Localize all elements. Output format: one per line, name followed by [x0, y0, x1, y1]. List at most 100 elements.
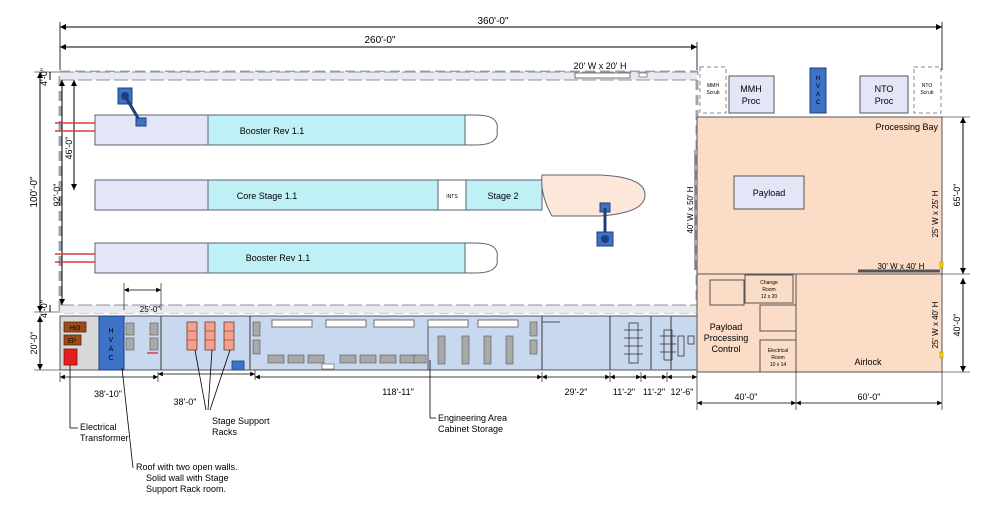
crane-left	[117, 87, 147, 127]
processing-bay-label: Processing Bay	[875, 122, 938, 132]
top-door	[574, 72, 631, 79]
booster-bottom-label: Booster Rev 1.1	[246, 253, 311, 263]
span-25-label: 25'-0"	[140, 305, 161, 314]
nto-scrub-label: NTO	[922, 83, 933, 89]
electrical-transformer-line1: Electrical	[80, 422, 117, 432]
engineering-cabinets	[271, 319, 519, 328]
bottom-118-11-label: 118'-11"	[382, 387, 414, 397]
ep-box	[63, 334, 82, 346]
engineering-area-line1: Engineering Area	[438, 413, 507, 423]
left-dimensions: 4'-0" 100'-0" 92'-0" 46'-0" 4'-0" 20'-0"	[29, 68, 77, 371]
mmh-proc-room	[728, 75, 775, 114]
svg-text:Scrub: Scrub	[920, 90, 933, 96]
bottom-11-2b-label: 11'-2"	[643, 387, 665, 397]
change-room	[744, 274, 794, 304]
left-4-bottom-label: 4'-0"	[39, 300, 49, 318]
bottom-11-2a-label: 11'-2"	[613, 387, 635, 397]
svg-text:Support Rack room.: Support Rack room.	[146, 484, 226, 494]
nto-proc-room	[859, 75, 909, 114]
svg-text:12 x 20: 12 x 20	[761, 294, 778, 300]
transformer-box	[63, 348, 78, 366]
side-door-label: 40' W x 50' H	[686, 186, 695, 233]
svg-text:Processing: Processing	[704, 333, 749, 343]
door-30x40-label: 30' W x 40' H	[877, 262, 924, 271]
equipment-racks	[624, 322, 695, 364]
bottom-dimensions: 38'-10" 38'-0" 118'-11" 29'-2" 11'-2" 11…	[59, 283, 943, 410]
left-4-top-label: 4'-0"	[39, 68, 49, 86]
bottom-60-label: 60'-0"	[858, 392, 881, 402]
door-25x40-label: 25' W x 40' H	[931, 301, 940, 348]
change-room-label: Change	[760, 280, 778, 286]
svg-text:V: V	[816, 84, 820, 90]
svg-text:10 x 14: 10 x 14	[770, 362, 787, 368]
svg-text:C: C	[108, 355, 113, 362]
nto-proc-label: NTO	[875, 84, 894, 94]
booster-bottom: Booster Rev 1.1	[55, 242, 498, 274]
dimension-overall-label: 360'-0"	[477, 16, 508, 27]
dimension-vab: 260'-0"	[60, 35, 698, 70]
hio-box	[63, 321, 87, 333]
airlock-label: Airlock	[854, 357, 882, 367]
ep-label: EP	[68, 339, 76, 345]
hvac-bottom-label: H	[108, 328, 113, 335]
payload-processing-control-label: Payload	[710, 322, 743, 332]
svg-text:Cabinet Storage: Cabinet Storage	[438, 424, 503, 434]
svg-text:Control: Control	[711, 344, 740, 354]
svg-text:Proc: Proc	[875, 96, 894, 106]
mmh-proc-label: MMH	[740, 84, 762, 94]
svg-text:Scrub: Scrub	[706, 90, 719, 96]
payload-label: Payload	[753, 188, 786, 198]
bottom-38-10-label: 38'-10"	[94, 389, 122, 399]
hio-label: HIO	[70, 326, 81, 332]
bottom-12-6-label: 12'-6"	[671, 387, 694, 397]
svg-text:Room: Room	[762, 287, 775, 293]
left-92-label: 92'-0"	[52, 184, 62, 207]
bottom-40-label: 40'-0"	[735, 392, 758, 402]
dimension-overall: 360'-0"	[59, 16, 943, 70]
lower-rooms: 30' W x 40' H Change Room 12 x 20 Electr…	[696, 262, 944, 373]
callout-stage-support-racks: Stage Support Racks	[194, 349, 270, 437]
left-46-label: 46'-0"	[64, 137, 74, 160]
electrical-room	[759, 339, 797, 373]
right-40-label: 40'-0"	[952, 314, 962, 337]
right-dimensions: 65'-0" 40'-0"	[942, 116, 970, 373]
left-20-label: 20'-0"	[29, 332, 39, 355]
core-stage: Core Stage 1.1 INTS Stage 2	[94, 174, 646, 217]
booster-top: Booster Rev 1.1	[55, 114, 498, 146]
electrical-room-label: Electrical	[768, 348, 788, 354]
crane-right	[596, 202, 614, 247]
hvac-top-label: H	[816, 76, 820, 82]
mmh-scrub-label: MMH	[707, 83, 719, 89]
svg-text:Solid wall with Stage: Solid wall with Stage	[146, 473, 229, 483]
stage2-label: Stage 2	[487, 191, 518, 201]
hvac-top	[809, 67, 827, 114]
processing-bay: Processing Bay Payload 40' W x 50' H 25'…	[686, 116, 944, 275]
nto-scrub-room	[913, 66, 942, 114]
svg-text:Racks: Racks	[212, 427, 238, 437]
svg-text:A: A	[816, 92, 820, 98]
svg-text:A: A	[109, 346, 114, 353]
callout-engineering-area: Engineering Area Cabinet Storage	[429, 360, 507, 434]
callout-electrical-transformer: Electrical Transformer	[69, 365, 129, 443]
svg-text:C: C	[816, 100, 821, 106]
ints-label: INTS	[446, 194, 458, 200]
svg-text:V: V	[109, 337, 114, 344]
top-door-label: 20' W x 20' H	[574, 61, 627, 71]
booster-top-label: Booster Rev 1.1	[240, 126, 305, 136]
mmh-scrub-room	[699, 66, 727, 114]
svg-text:Proc: Proc	[742, 96, 761, 106]
dimension-vab-label: 260'-0"	[364, 35, 395, 46]
left-total-label: 100'-0"	[29, 176, 40, 207]
scrub-proc-row: MMH Scrub MMH Proc H V A C NTO Proc NTO …	[699, 66, 942, 114]
stage-support-racks	[186, 321, 235, 351]
door-25x25-label: 25' W x 25' H	[931, 190, 940, 237]
support-strip: HIO EP H V A C	[59, 315, 698, 371]
bottom-29-2-label: 29'-2"	[565, 387, 588, 397]
callout-roof-note: Roof with two open walls. Solid wall wit…	[121, 367, 238, 494]
payload-box	[733, 175, 805, 210]
right-65-label: 65'-0"	[952, 184, 962, 207]
stage-support-racks-line1: Stage Support	[212, 416, 270, 426]
bottom-38-0-label: 38'-0"	[174, 397, 197, 407]
